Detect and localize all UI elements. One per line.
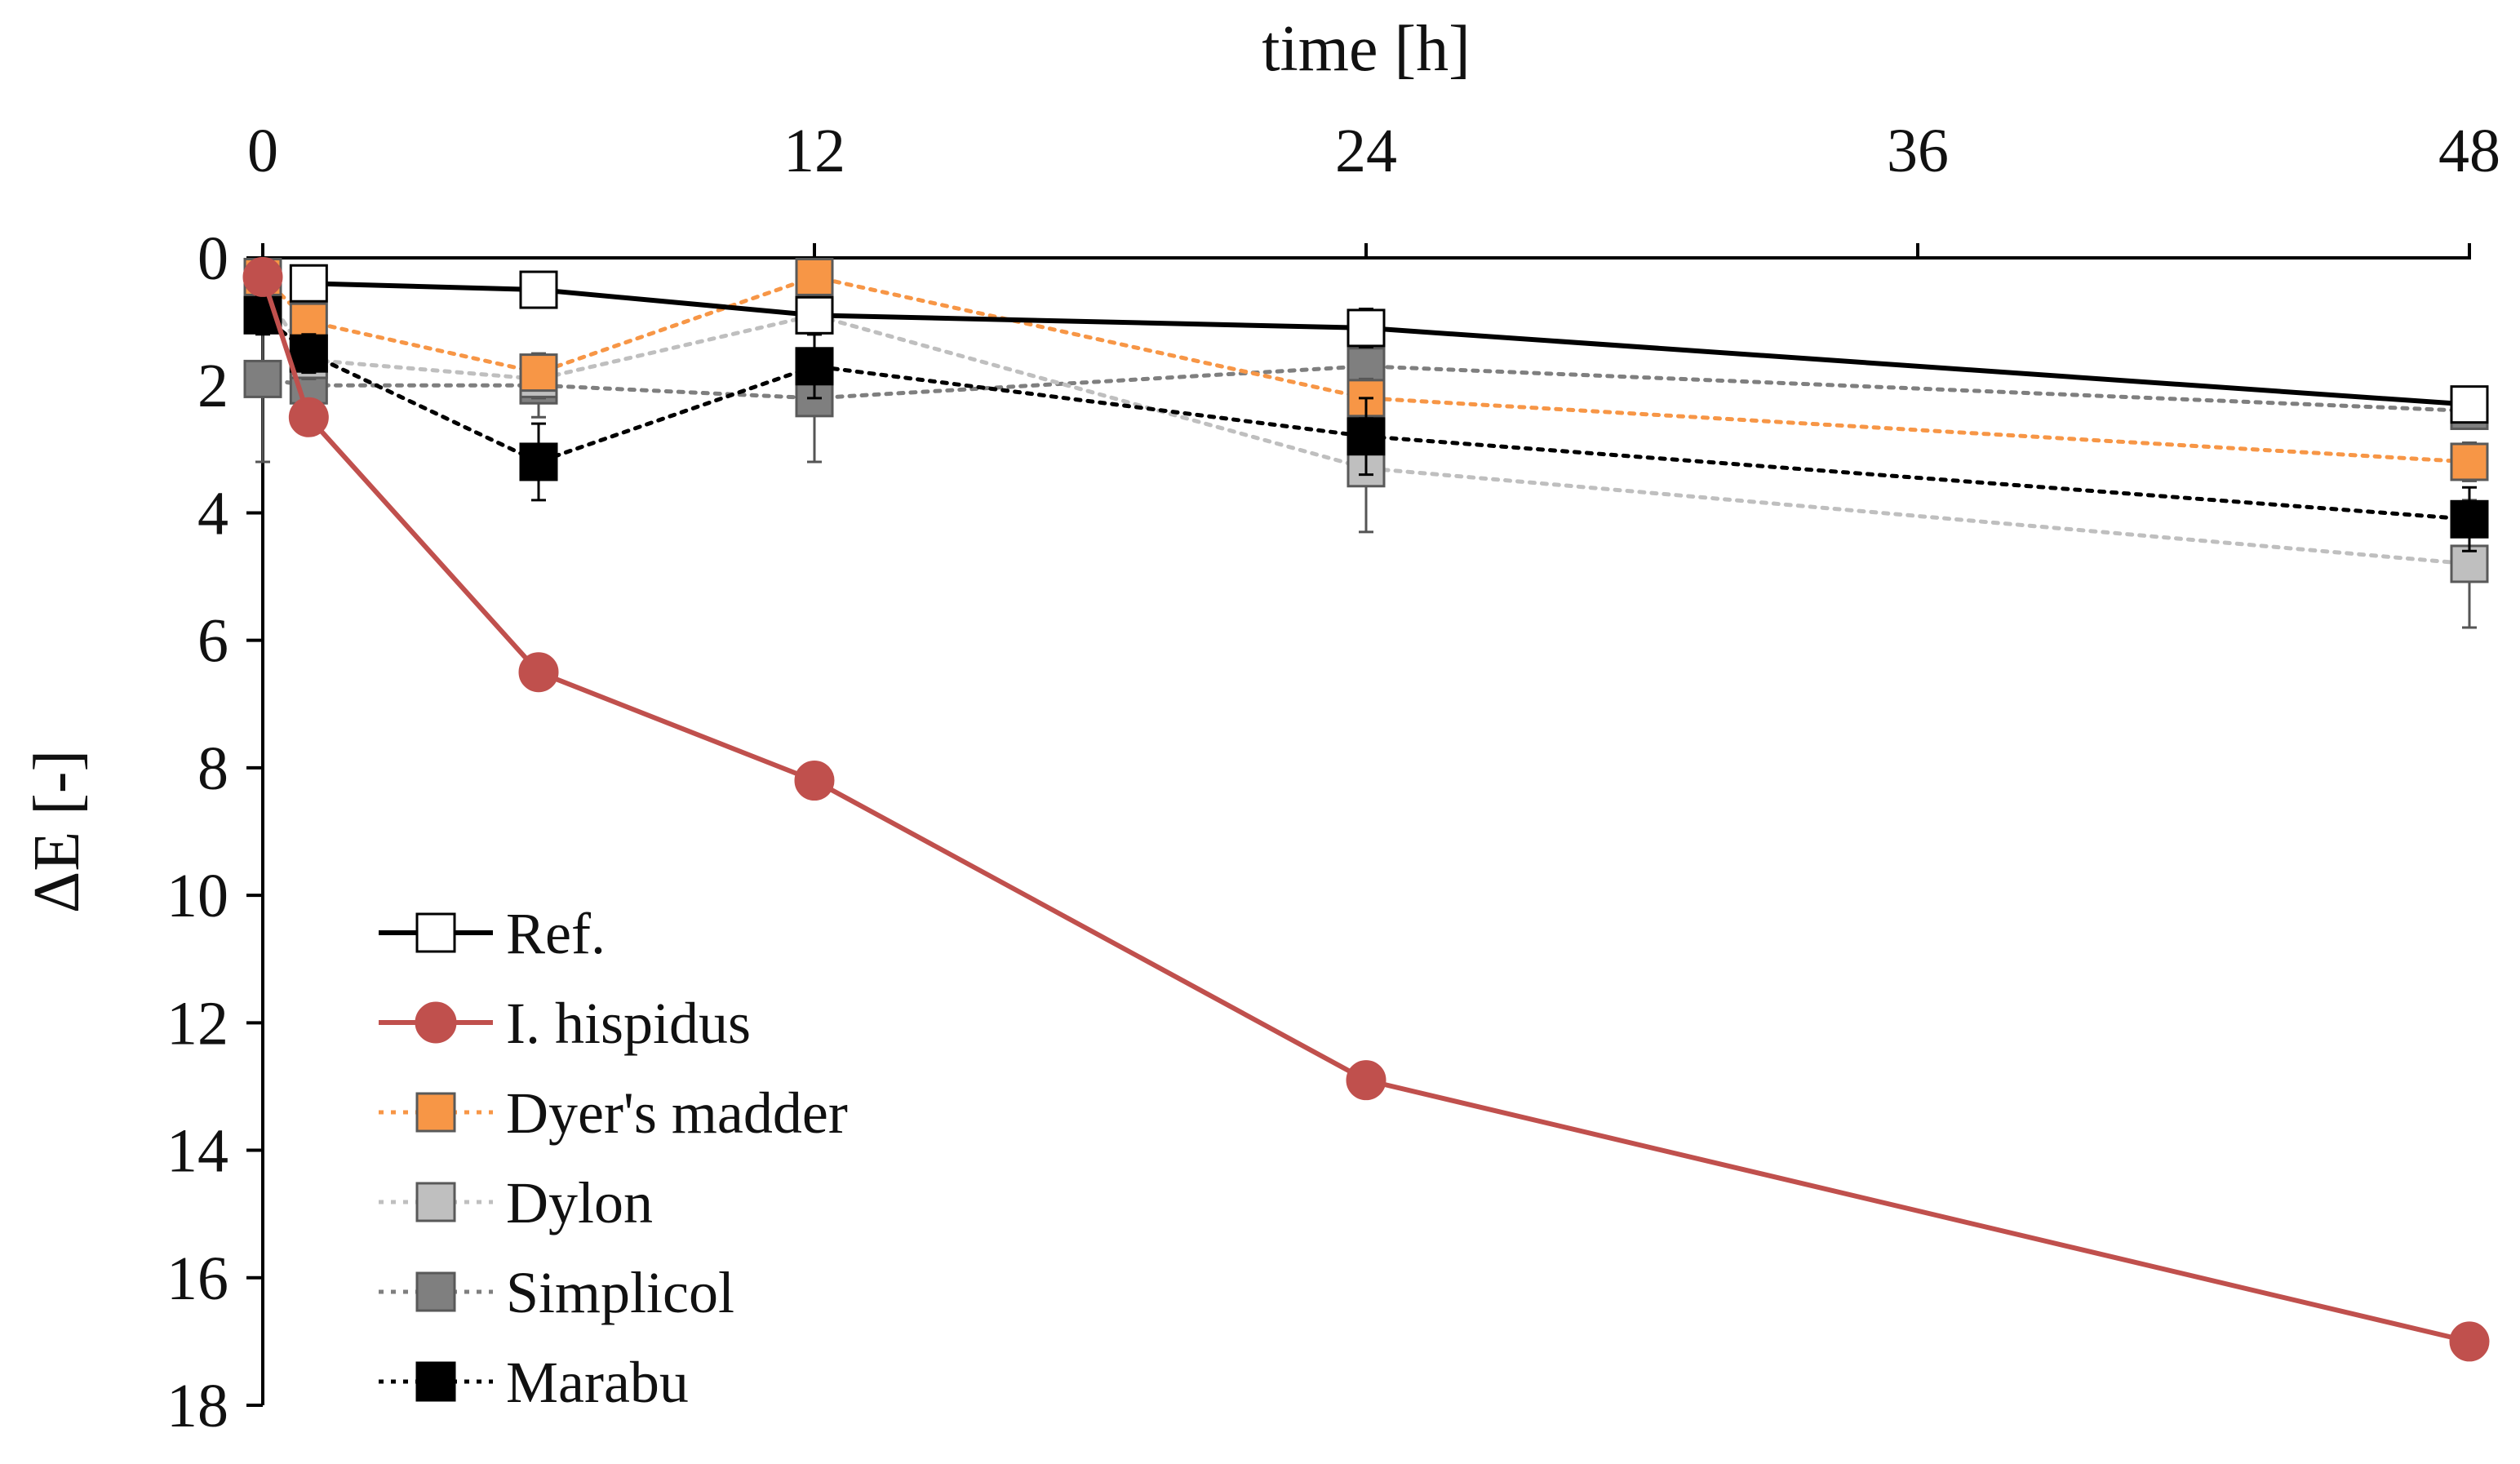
legend-item-ref: Ref. xyxy=(379,901,606,966)
y-tick-label: 6 xyxy=(197,607,228,676)
legend-marker xyxy=(415,1361,456,1402)
data-point xyxy=(288,397,329,437)
legend-label: Dyer's madder xyxy=(506,1080,848,1146)
data-point xyxy=(289,334,328,373)
legend-marker xyxy=(415,1271,456,1312)
y-tick-label: 10 xyxy=(166,862,228,930)
series-line xyxy=(260,274,2472,1344)
data-point xyxy=(2450,442,2489,481)
data-point xyxy=(289,264,328,303)
data-point xyxy=(519,270,558,309)
x-tick-label: 36 xyxy=(1887,117,1949,185)
plot-area xyxy=(242,256,2490,1362)
legend-label: I. hispidus xyxy=(506,991,751,1056)
legend-item-dylon: Dylon xyxy=(379,1170,653,1236)
x-axis-title: time [h] xyxy=(1262,13,1470,85)
legend-label: Simplicol xyxy=(506,1260,734,1325)
data-point xyxy=(243,359,282,398)
data-point xyxy=(2450,499,2489,539)
x-tick-label: 12 xyxy=(783,117,845,185)
legend-marker xyxy=(415,1001,457,1044)
y-tick-label: 14 xyxy=(166,1117,228,1186)
data-point xyxy=(2449,1321,2490,1362)
data-point xyxy=(519,442,558,481)
data-point xyxy=(795,347,834,386)
legend-label: Dylon xyxy=(506,1170,653,1236)
series-ref xyxy=(289,264,2489,424)
data-point xyxy=(794,761,835,801)
data-point xyxy=(1347,417,1386,456)
legend-item-marabu: Marabu xyxy=(379,1350,689,1415)
y-axis-title: ΔE [-] xyxy=(21,750,93,913)
legend-label: Ref. xyxy=(506,901,606,966)
data-point xyxy=(242,256,283,297)
series-line xyxy=(260,287,2472,566)
legend-item-simplicol: Simplicol xyxy=(379,1260,734,1325)
x-tick-label: 0 xyxy=(247,117,278,185)
y-tick-label: 0 xyxy=(197,224,228,293)
y-tick-label: 4 xyxy=(197,479,228,548)
series-marabu xyxy=(243,295,2489,552)
x-axis-ticks: 0 12 24 36 48 xyxy=(247,117,2500,258)
data-point xyxy=(795,295,834,335)
legend-marker xyxy=(415,1092,456,1133)
y-tick-label: 18 xyxy=(166,1372,228,1440)
series-line xyxy=(306,281,2472,407)
y-tick-label: 8 xyxy=(197,734,228,803)
y-tick-label: 12 xyxy=(166,989,228,1058)
legend-marker xyxy=(415,912,456,953)
legend-item-dyer-s-madder: Dyer's madder xyxy=(379,1080,848,1146)
y-tick-label: 16 xyxy=(166,1244,228,1313)
y-axis-ticks: 0 2 4 6 8 10 12 14 16 18 xyxy=(166,224,263,1440)
data-point xyxy=(1346,1060,1386,1101)
legend-label: Marabu xyxy=(506,1350,689,1415)
series-i-hispidus xyxy=(242,256,2490,1362)
data-point xyxy=(795,257,834,296)
legend-item-i-hispidus: I. hispidus xyxy=(379,991,751,1056)
x-tick-label: 48 xyxy=(2438,117,2500,185)
x-tick-label: 24 xyxy=(1335,117,1397,185)
data-point xyxy=(2450,385,2489,424)
data-point xyxy=(1347,308,1386,348)
data-point xyxy=(518,652,559,693)
legend-marker xyxy=(415,1182,456,1222)
y-tick-label: 2 xyxy=(197,352,228,420)
data-point xyxy=(519,353,558,393)
